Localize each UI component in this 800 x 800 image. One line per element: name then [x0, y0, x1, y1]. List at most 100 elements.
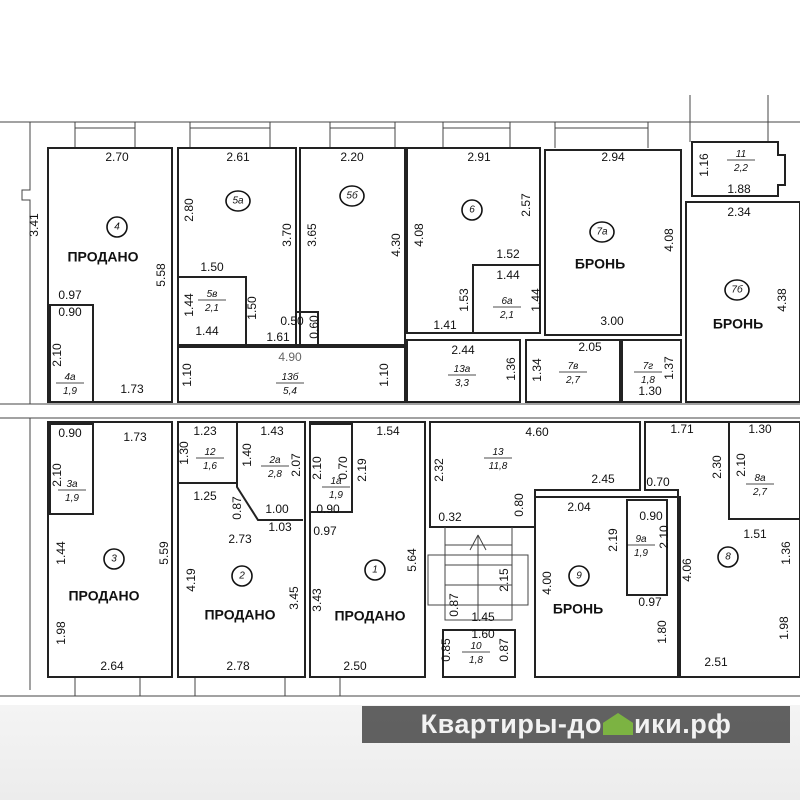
dimension-label: 1.40: [240, 443, 254, 467]
dimension-label: 0.85: [439, 638, 453, 662]
room-number: 4а: [64, 372, 76, 383]
dimension-label: 2.45: [591, 472, 615, 486]
dimension-label: 3.43: [310, 588, 324, 612]
dimension-label: 1.50: [245, 296, 259, 320]
dimension-label: 1.61: [266, 330, 290, 344]
dimension-label: 2.32: [432, 458, 446, 482]
dimension-label: 1.36: [779, 541, 793, 565]
dimension-label: 2.10: [310, 456, 324, 480]
dimension-label: 5.59: [157, 541, 171, 565]
room-number: 13: [492, 447, 504, 458]
dimension-label: 1.34: [530, 358, 544, 382]
dimension-label: 1.44: [496, 268, 520, 282]
dimension-label: 1.52: [496, 247, 520, 261]
room-number: 6а: [501, 296, 513, 307]
apartment-number: 9: [576, 571, 582, 582]
dimension-label: 4.06: [680, 558, 694, 582]
room-area-label: 7в2,7: [559, 361, 587, 386]
dimension-label: 1.51: [743, 527, 767, 541]
dimension-label: 3.65: [305, 223, 319, 247]
dimension-label: 1.03: [268, 520, 292, 534]
dimension-label: 1.71: [670, 422, 694, 436]
dimension-label: 2.10: [50, 463, 64, 487]
apartment-number: 1: [372, 565, 378, 576]
dimension-label: 2.05: [578, 340, 602, 354]
dimension-label: 0.70: [336, 456, 350, 480]
room-area: 2,8: [267, 469, 282, 480]
dimension-label: 1.30: [748, 422, 772, 436]
room-area-label: 121,6: [196, 447, 224, 472]
dimension-label: 2.44: [451, 343, 475, 357]
dimension-label: 2.10: [734, 453, 748, 477]
room-number: 2а: [268, 455, 281, 466]
dimension-label: 1.10: [377, 363, 391, 387]
apartment-marker: 7а: [589, 221, 615, 243]
apartment-marker: 5б: [339, 185, 365, 207]
room-number: 7в: [568, 361, 579, 372]
dimension-label: 1.43: [260, 424, 284, 438]
room-area-label: 9а1,9: [627, 534, 655, 559]
apartment-status: БРОНЬ: [575, 256, 625, 272]
room-area: 1,9: [329, 490, 343, 501]
apartment-marker: 3: [103, 548, 125, 570]
dimension-label: 2.19: [355, 458, 369, 482]
apartment-number: 6: [469, 205, 475, 216]
room-area: 1,8: [641, 375, 655, 386]
dimension-label: 0.87: [447, 593, 461, 617]
apartment-number: 4: [114, 222, 120, 233]
apartment-number-circle: [717, 546, 739, 568]
room-number: 9а: [635, 534, 647, 545]
apartment-marker: 1: [364, 559, 386, 581]
apartment-status: БРОНЬ: [713, 316, 763, 332]
dimension-label: 4.19: [184, 568, 198, 592]
dimension-label: 1.25: [193, 489, 217, 503]
room-number: 13а: [454, 364, 471, 375]
dimension-label: 5.64: [405, 548, 419, 572]
dimension-label: 2.19: [606, 528, 620, 552]
apartment-number: 8: [725, 552, 731, 563]
room-area: 1,9: [63, 386, 77, 397]
dimension-label: 0.87: [230, 496, 244, 520]
room-area: 11,8: [489, 461, 508, 472]
dimension-label: 0.87: [497, 638, 511, 662]
apartment-status: ПРОДАНО: [334, 608, 405, 624]
dimension-label: 1.80: [655, 620, 669, 644]
dimension-label: 2.50: [343, 659, 367, 673]
dimension-label: 0.70: [646, 475, 670, 489]
watermark-text-end: ики.рф: [634, 709, 732, 739]
room-area: 2,2: [733, 163, 748, 174]
dimension-label: 1.53: [457, 288, 471, 312]
dimension-label: 1.23: [193, 424, 217, 438]
room-area-label: 8а2,7: [746, 473, 774, 498]
room-area: 1,8: [469, 655, 483, 666]
room-area-label: 5в2,1: [198, 289, 226, 314]
room-number: 11: [736, 149, 746, 160]
dimension-label: 1.16: [697, 153, 711, 177]
dimension-label: 1.54: [376, 424, 400, 438]
dimension-label: 3.45: [287, 586, 301, 610]
room-area: 2,1: [499, 310, 514, 321]
room-area: 3,3: [455, 378, 469, 389]
dimension-label: 1.88: [727, 182, 751, 196]
dimension-label: 0.80: [512, 493, 526, 517]
apartment-marker: 8: [717, 546, 739, 568]
dimension-labels: 2.703.415.580.970.902.101.732.612.803.70…: [27, 150, 793, 673]
apartment-number-circle: [225, 190, 251, 212]
dimension-label: 0.60: [307, 315, 321, 339]
dimension-label: 0.90: [58, 305, 82, 319]
apartment-number: 7а: [596, 227, 608, 238]
dimension-label: 1.73: [120, 382, 144, 396]
dimension-label: 2.10: [657, 525, 671, 549]
apartment-marker: 9: [568, 565, 590, 587]
apartment-number-circle: [568, 565, 590, 587]
dimension-label: 4.00: [540, 571, 554, 595]
dimension-label: 2.07: [289, 453, 303, 477]
apartment-number: 3: [111, 554, 117, 565]
apartment-marker: 6: [461, 199, 483, 221]
dimension-label: 1.00: [265, 502, 289, 516]
